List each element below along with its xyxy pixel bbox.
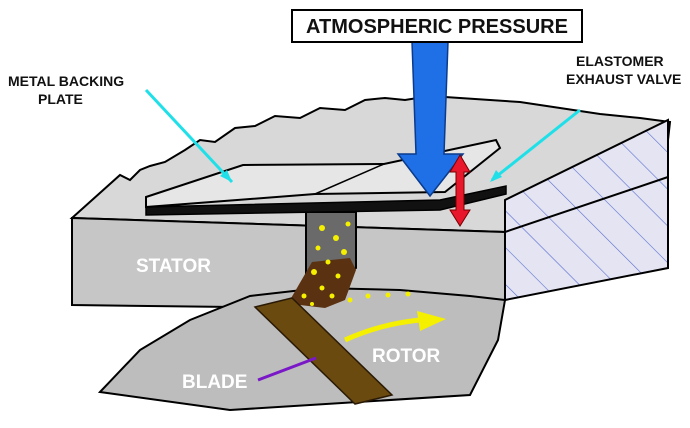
blade: [253, 297, 394, 405]
blade-label: BLADE: [182, 372, 247, 393]
metal-backing-pointer: [144, 88, 234, 184]
valve-motion-double-arrow-icon: [449, 154, 471, 227]
elastomer-label-line2: EXHAUST VALVE: [566, 71, 681, 87]
rotation-arrow-icon: [343, 311, 446, 343]
plate-fold-line: [314, 163, 385, 195]
elastomer-label-line1: ELASTOMER: [576, 53, 664, 69]
atmospheric-pressure-label: ATMOSPHERIC PRESSURE: [306, 16, 568, 38]
elastomer-pointer-head: [490, 170, 502, 182]
metal-backing-plate: [145, 138, 502, 209]
atmospheric-pressure-box: [291, 9, 583, 43]
rotor-label: ROTOR: [372, 346, 441, 367]
oil-bubbles: [301, 221, 411, 306]
stator-label: STATOR: [136, 256, 211, 277]
elastomer-exhaust-valve: [145, 185, 507, 216]
metal-backing-label-line2: PLATE: [38, 91, 83, 107]
atmospheric-pressure-arrow-icon: [396, 41, 465, 198]
blade-pointer: [257, 356, 317, 382]
metal-backing-pointer-head: [220, 170, 232, 182]
oil-in-port: [290, 258, 356, 308]
elastomer-pointer: [491, 108, 581, 182]
metal-backing-label-line1: METAL BACKING: [8, 73, 124, 89]
upper-hatched-block: [504, 118, 669, 234]
